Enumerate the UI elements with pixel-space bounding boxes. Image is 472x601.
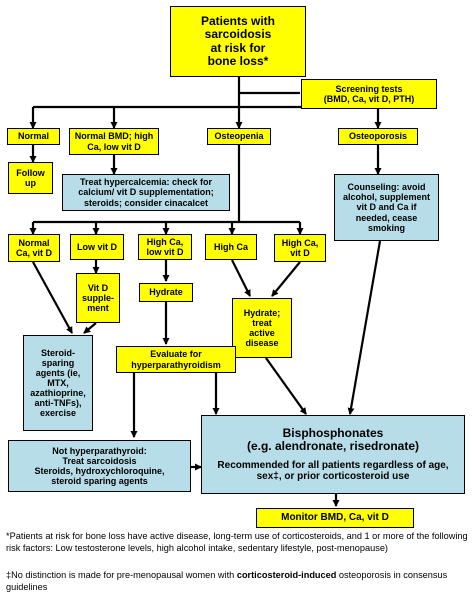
treat-hypercalcemia-node: Treat hypercalcemia: check for calcium/ … <box>62 174 230 211</box>
vitd-supplement-node: Vit D supple- ment <box>76 273 120 323</box>
hydrate-node: Hydrate <box>139 283 193 302</box>
monitor-node: Monitor BMD, Ca, vit D <box>256 508 414 528</box>
osteoporosis-node: Osteoporosis <box>338 128 418 145</box>
normal-ca-vitd-node: Normal Ca, vit D <box>8 234 60 262</box>
footnote-distinction: ‡No distinction is made for pre-menopaus… <box>6 570 468 593</box>
root-node: Patients with sarcoidosis at risk for bo… <box>170 6 306 77</box>
footnote-at-risk: *Patients at risk for bone loss have act… <box>6 531 468 553</box>
footnote-distinction-pre: ‡No distinction is made for pre-menopaus… <box>6 570 237 580</box>
bisphosphonates-node: Bisphosphonates (e.g. alendronate, rised… <box>201 415 465 494</box>
footnote-distinction-post: osteoporosis in consensus guidelines <box>6 570 448 592</box>
footnote-distinction-bold: corticosteroid-induced <box>236 570 337 580</box>
high-ca-vitd-node: High Ca, vit D <box>274 234 326 262</box>
bisphosphonates-title: Bisphosphonates (e.g. alendronate, rised… <box>246 425 420 454</box>
low-vitd-node: Low vit D <box>70 234 124 260</box>
high-ca-node: High Ca <box>205 234 257 260</box>
not-hyperparathyroid-node: Not hyperparathyroid: Treat sarcoidosis … <box>8 440 191 492</box>
normal-bmd-node: Normal BMD; high Ca, low vit D <box>69 128 159 155</box>
follow-up-node: Follow up <box>8 162 53 194</box>
high-ca-low-vitd-node: High Ca, low vit D <box>138 234 192 260</box>
steroid-sparing-node: Steroid- sparing agents (ie, MTX, azathi… <box>23 335 93 431</box>
counseling-node: Counseling: avoid alcohol, supplement vi… <box>334 174 439 241</box>
evaluate-node: Evaluate for hyperparathyroidism <box>116 346 236 373</box>
screening-tests-node: Screening tests (BMD, Ca, vit D, PTH) <box>301 79 437 109</box>
bisphosphonates-note: Recommended for all patients regardless … <box>217 459 449 482</box>
normal-node: Normal <box>7 128 60 145</box>
osteopenia-node: Osteopenia <box>207 128 271 145</box>
hydrate-treat-node: Hydrate; treat active disease <box>232 298 292 358</box>
